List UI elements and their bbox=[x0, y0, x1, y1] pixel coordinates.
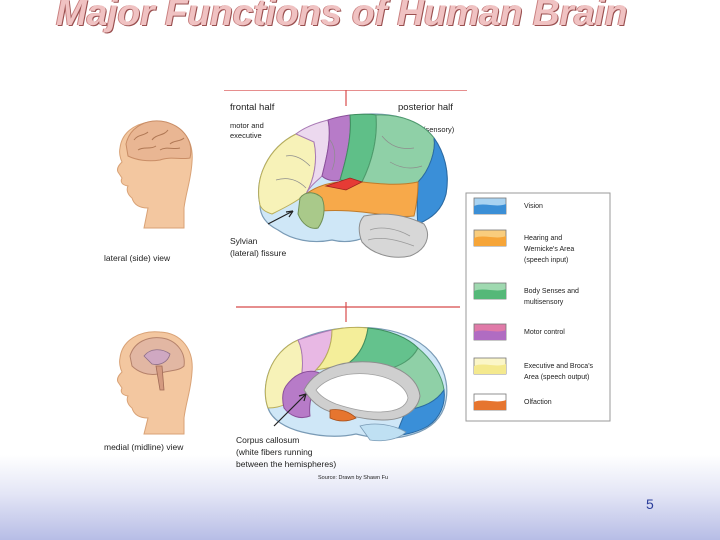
head-medial-icon bbox=[117, 331, 193, 435]
legend-swatch-fill-3 bbox=[474, 330, 506, 340]
legend-label-3-0: Motor control bbox=[524, 329, 565, 336]
lateral-brain-diagram bbox=[258, 113, 448, 258]
legend-swatch-fill-2 bbox=[474, 289, 506, 299]
slide-title: Major Functions of Human Brain bbox=[56, 0, 628, 33]
callosum-arrow bbox=[273, 393, 307, 427]
legend-swatch-fill-1 bbox=[474, 236, 506, 246]
fissure-label-2: (lateral) fissure bbox=[230, 248, 286, 258]
legend-label-1-2: (speech input) bbox=[524, 257, 568, 264]
legend-label-2-0: Body Senses and bbox=[524, 288, 579, 295]
callosum-label-2: (white fibers running bbox=[236, 447, 313, 457]
brain-figure: lateral (side) view frontal half posteri… bbox=[100, 90, 612, 482]
motor-label-2: executive bbox=[230, 131, 262, 140]
legend-label-5-0: Olfaction bbox=[524, 399, 552, 406]
posterior-half-label: posterior half bbox=[398, 102, 453, 113]
legend-box bbox=[465, 192, 611, 422]
legend-swatch-fill-4 bbox=[474, 364, 506, 374]
callosum-arrow-head bbox=[298, 393, 307, 402]
legend-label-2-1: multisensory bbox=[524, 299, 564, 306]
legend-label-4-1: Area (speech output) bbox=[524, 374, 589, 381]
callosum-label-3: between the hemispheres) bbox=[236, 459, 336, 469]
frontal-half-label: frontal half bbox=[230, 102, 275, 113]
legend-swatch-fill-5 bbox=[474, 400, 506, 410]
medial-brain-diagram bbox=[264, 326, 448, 442]
lateral-view-label: lateral (side) view bbox=[104, 253, 171, 263]
motor-label-1: motor and bbox=[230, 121, 264, 130]
sensory-label: (sensory) bbox=[423, 125, 455, 134]
head-lateral-icon bbox=[117, 120, 193, 229]
medial-view-label: medial (midline) view bbox=[104, 442, 184, 452]
legend-swatch-fill-0 bbox=[474, 204, 506, 214]
fissure-label-1: Sylvian bbox=[230, 236, 258, 246]
legend-label-4-0: Executive and Broca's bbox=[524, 363, 594, 370]
legend-label-0-0: Vision bbox=[524, 203, 543, 210]
fissure-arrow bbox=[267, 210, 294, 225]
legend-label-1-1: Wernicke's Area bbox=[524, 246, 574, 253]
fissure-arrow-head bbox=[285, 210, 294, 218]
callosum-label-1: Corpus callosum bbox=[236, 435, 299, 445]
slide-footer-gradient bbox=[0, 455, 720, 540]
page-number: 5 bbox=[646, 496, 654, 512]
legend-label-1-0: Hearing and bbox=[524, 235, 562, 242]
credit-text: Source: Drawn by Shawn Fu bbox=[318, 475, 388, 481]
